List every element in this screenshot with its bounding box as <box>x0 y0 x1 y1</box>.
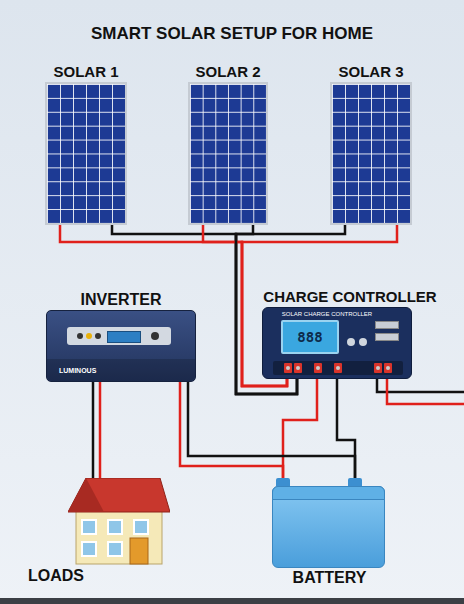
terminal <box>334 363 342 373</box>
usb-port <box>375 321 399 329</box>
battery-shape <box>272 478 385 568</box>
positive-wire <box>180 382 283 478</box>
terminal-screw <box>386 366 390 370</box>
negative-wire <box>92 382 95 478</box>
terminal <box>374 363 382 373</box>
solar-panel-node: SOLAR 3 <box>330 62 412 225</box>
bat-node: BATTERY <box>262 478 397 588</box>
battery-terminal <box>348 478 362 486</box>
loads-node: LOADS <box>28 478 178 586</box>
solar-panel-node: SOLAR 1 <box>45 62 127 225</box>
terminal <box>314 363 322 373</box>
controller-body: SOLAR CHARGE CONTROLLER 888 <box>262 307 412 379</box>
wire-pair <box>283 379 355 478</box>
terminal <box>384 363 392 373</box>
positive-wire <box>283 379 317 478</box>
terminal-screw <box>376 366 380 370</box>
bottom-bar <box>0 598 464 604</box>
inverter-panel <box>67 327 171 345</box>
loads-label: LOADS <box>28 566 178 586</box>
terminal-screw <box>296 366 300 370</box>
brand-name: LUMINOUS <box>59 366 96 375</box>
controller-brand: SOLAR CHARGE CONTROLLER <box>277 310 377 318</box>
inverter-led <box>77 333 83 339</box>
solar-panel-node: SOLAR 2 <box>188 62 268 225</box>
lcd-digits: 888 <box>283 322 337 352</box>
ctl-node: CHARGE CONTROLLERSOLAR CHARGE CONTROLLER… <box>250 287 450 379</box>
usb-port <box>375 333 399 341</box>
control-button <box>347 338 355 346</box>
terminal <box>294 363 302 373</box>
wire-pair <box>93 382 100 478</box>
house-drawing <box>68 478 170 566</box>
panel-label: SOLAR 1 <box>45 62 127 82</box>
terminal-screw <box>336 366 340 370</box>
diagram-title: SMART SOLAR SETUP FOR HOME <box>0 24 464 44</box>
inverter-label: INVERTER <box>46 290 196 310</box>
panel-label: SOLAR 3 <box>330 62 412 82</box>
inverter-screen <box>107 331 141 343</box>
inv-node: INVERTER LUMINOUS <box>46 290 196 382</box>
terminal-screw <box>316 366 320 370</box>
battery-lid <box>272 486 385 500</box>
control-button <box>359 338 367 346</box>
positive-wire <box>99 382 102 478</box>
negative-wire <box>188 382 355 478</box>
terminal <box>284 363 292 373</box>
battery-terminal <box>276 478 290 486</box>
panel-label: SOLAR 2 <box>188 62 268 82</box>
lcd-screen: 888 <box>281 320 339 354</box>
controller-label: CHARGE CONTROLLER <box>250 287 450 307</box>
inverter-button <box>151 332 159 340</box>
inverter-led <box>86 333 92 339</box>
house-icon <box>68 478 170 566</box>
solar-panel <box>45 82 127 225</box>
wire-pair <box>180 382 355 478</box>
inverter-body: LUMINOUS <box>46 310 196 382</box>
negative-wire <box>337 379 355 478</box>
inverter-led <box>95 333 101 339</box>
battery-label: BATTERY <box>262 568 397 588</box>
terminal-screw <box>286 366 290 370</box>
solar-panel <box>330 82 412 225</box>
terminal-strip <box>273 361 403 375</box>
solar-panel <box>188 82 268 225</box>
